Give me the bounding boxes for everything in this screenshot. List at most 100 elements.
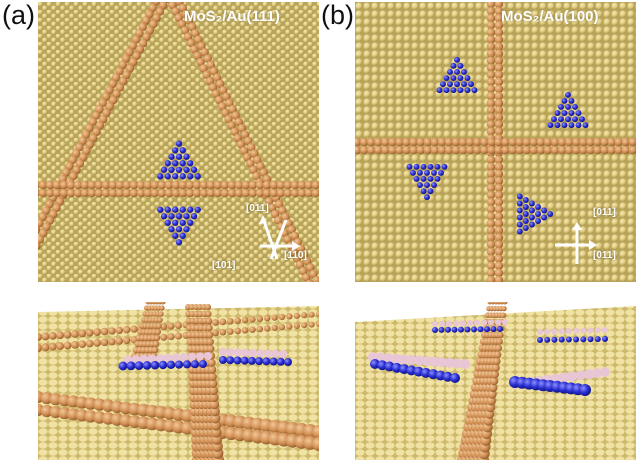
adatom [543, 145, 553, 155]
adatom [359, 137, 369, 147]
mo-atom [190, 360, 200, 369]
adatom [41, 343, 50, 352]
adatom [78, 340, 87, 349]
mo-atom [420, 163, 427, 170]
mo-atom [457, 62, 464, 69]
s-atom [375, 352, 386, 363]
mo-atom [441, 163, 448, 170]
adatom [192, 188, 202, 198]
mo-atom [535, 211, 541, 217]
mo-atom [464, 75, 471, 81]
adatom [105, 102, 115, 111]
adatom [130, 325, 138, 333]
adatom [213, 180, 223, 190]
mo-atom [183, 226, 190, 233]
mo-atom [516, 214, 523, 221]
adatom [75, 142, 84, 152]
adatom [239, 146, 249, 155]
mo-atom [551, 336, 558, 343]
adatom [136, 180, 146, 190]
mo-atom [182, 360, 192, 369]
adatom [430, 145, 440, 155]
adatom [38, 180, 48, 190]
adatom-rows [355, 2, 636, 282]
mo-atom [219, 356, 227, 364]
mo-atom [565, 91, 571, 98]
adatom [94, 180, 104, 190]
adatom [152, 340, 160, 348]
adatom [145, 26, 155, 35]
adatom [486, 127, 496, 136]
adatom [269, 188, 279, 198]
mo-atom [160, 213, 168, 220]
adatom [486, 6, 496, 16]
mo-atom [568, 122, 575, 129]
adatom [38, 235, 45, 244]
adatom [212, 73, 222, 82]
adatom [221, 108, 230, 117]
mo-atom [187, 206, 194, 213]
mo-atom [172, 147, 179, 154]
adatom [304, 180, 314, 190]
adatom [196, 57, 205, 67]
adatom [502, 302, 508, 305]
adatom [628, 137, 636, 147]
mo-atom [587, 336, 594, 343]
adatom [87, 180, 97, 190]
adatom [129, 57, 138, 67]
mo-atom [190, 166, 198, 173]
adatom [494, 254, 504, 263]
adatom [115, 66, 124, 76]
adatom [600, 137, 609, 147]
adatom [63, 341, 72, 350]
adatom [141, 16, 151, 25]
mo-atom [164, 173, 171, 180]
adatom [227, 188, 237, 198]
adatom [262, 174, 272, 184]
adatom [108, 337, 116, 346]
adatom [492, 357, 501, 366]
adatom [228, 105, 237, 114]
adatom [41, 206, 51, 215]
mo-atom [431, 169, 437, 176]
mo-atom [516, 228, 523, 235]
mo-atom [516, 221, 523, 228]
mo-atom [179, 206, 186, 213]
adatom [494, 98, 504, 108]
adatom [301, 312, 308, 319]
adatom [167, 333, 175, 341]
adatom [486, 240, 496, 249]
adatom [115, 83, 125, 92]
mo-atom [168, 166, 175, 173]
adatom [355, 145, 362, 155]
adatom [302, 273, 311, 282]
adatom [131, 35, 141, 44]
s-atom [460, 359, 470, 369]
adatom [212, 319, 219, 326]
adatom [205, 310, 212, 318]
adatom [508, 145, 517, 155]
adatom [486, 42, 496, 51]
s-atom [195, 352, 205, 361]
adatom [148, 3, 157, 13]
s-atom [171, 353, 181, 362]
s-atom [452, 358, 463, 369]
mo-atom [194, 173, 201, 180]
s-atom [256, 349, 265, 358]
adatom [218, 102, 227, 111]
mo-atom [179, 160, 186, 167]
adatom [286, 323, 293, 330]
adatom [63, 330, 72, 339]
adatom [152, 13, 161, 23]
adatom [159, 305, 165, 311]
adatom [82, 146, 91, 156]
adatom [494, 113, 504, 122]
mo-atom [126, 361, 136, 371]
adatom [494, 21, 504, 30]
adatom [167, 322, 175, 330]
adatom [309, 269, 318, 279]
adatom [160, 323, 168, 331]
adatom [607, 137, 616, 147]
mo-atom [424, 182, 430, 188]
s-atom [241, 348, 250, 357]
